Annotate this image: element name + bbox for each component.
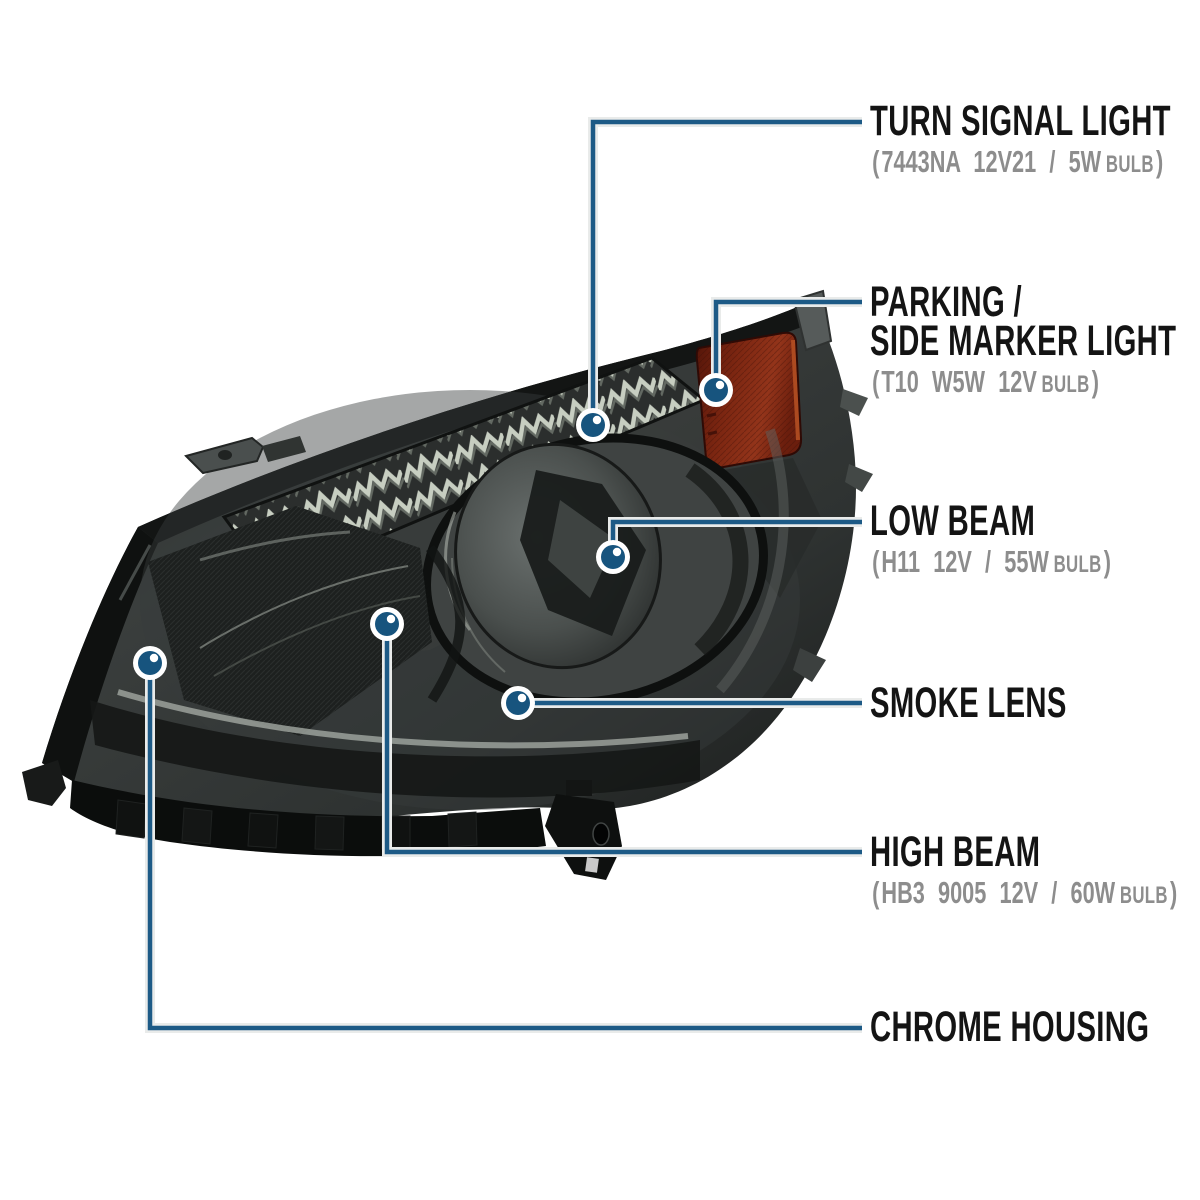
callout-dot-high-beam [370, 607, 404, 641]
lower-dark-band [90, 700, 700, 798]
left-rim [42, 527, 158, 782]
callout-dot-chrome-housing [133, 646, 167, 680]
bottom-rim-sheen [117, 689, 689, 749]
high-beam-cavity [148, 506, 432, 736]
right-side-clips [793, 389, 873, 682]
right-lens-sheen [716, 428, 789, 694]
callout-line-turn-signal [590, 119, 862, 425]
bottom-mounting-bracket [545, 780, 622, 880]
callout-dot-turn-signal [576, 408, 610, 442]
callout-line-high-beam [384, 624, 862, 855]
callout-dot-low-beam [596, 540, 630, 574]
callout-connectors [133, 117, 862, 1033]
callout-line-parking [713, 299, 862, 390]
callout-line-chrome-housing [147, 663, 862, 1031]
left-rim-sheen [118, 544, 152, 601]
callout-dot-parking [699, 373, 733, 407]
callout-dot-smoke-lens [501, 686, 535, 720]
callout-dots [133, 373, 733, 720]
cavity-divider [426, 544, 466, 703]
low-beam-lens [422, 433, 768, 707]
left-lower-hook [22, 760, 66, 806]
left-mounting-tab [184, 436, 306, 475]
